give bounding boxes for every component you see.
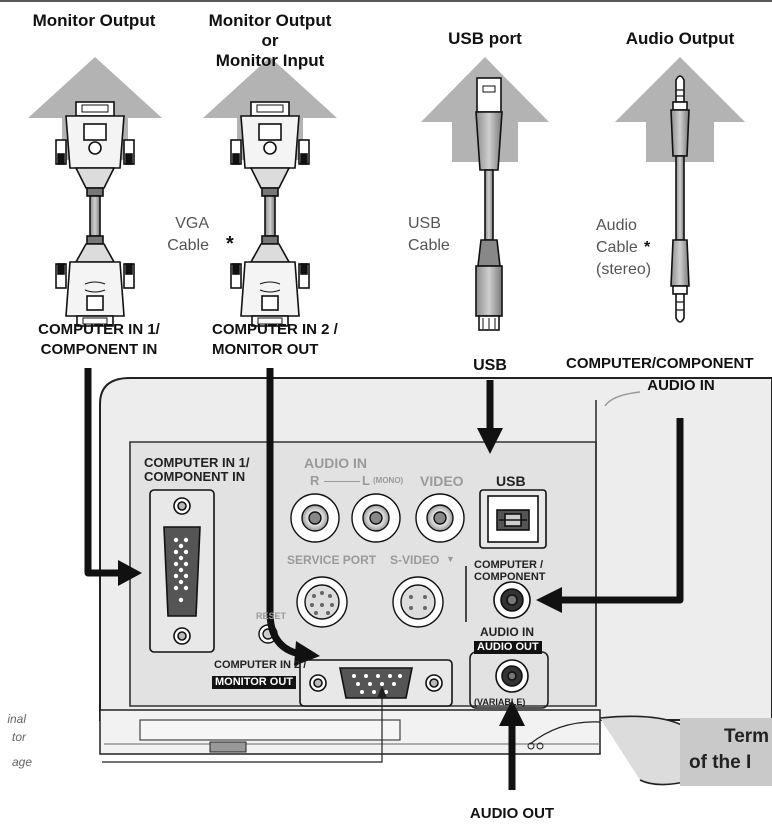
usb-port	[479, 489, 547, 549]
audio-cable	[670, 75, 690, 323]
panel-monitor-out: MONITOR OUT	[212, 676, 297, 689]
label-monitor-output: Monitor Output	[32, 11, 156, 30]
panel-computer-component-l2: COMPONENT	[474, 571, 546, 583]
leader-arrowhead	[377, 686, 387, 698]
label-usb-cable-l1: USB	[408, 215, 441, 232]
arrow-usb	[477, 380, 503, 454]
panel-audio-in-jack: AUDIO IN	[480, 625, 534, 639]
panel-usb: USB	[496, 473, 526, 489]
side-text-l2: tor	[11, 730, 26, 744]
panel-computer-in1-l1: COMPUTER IN 1/	[144, 455, 250, 470]
panel-l: L	[362, 473, 370, 488]
label-computer-in2-l1: COMPUTER IN 2 /	[212, 321, 338, 338]
panel-lr-line	[324, 481, 360, 482]
label-audio-output: Audio Output	[625, 29, 735, 48]
label-computer-in2-l2: MONITOR OUT	[212, 341, 319, 358]
label-audio-out-bottom: AUDIO OUT	[469, 805, 555, 822]
panel-s-video: S-VIDEO	[390, 553, 440, 567]
label-audio-in-l2: AUDIO IN	[647, 377, 715, 394]
computer-in2-port	[299, 659, 453, 707]
label-usb-cable-l2: Cable	[408, 237, 450, 254]
panel-video: VIDEO	[420, 473, 464, 489]
usb-cable	[475, 77, 503, 331]
label-audio-cable-l1: Audio	[596, 217, 637, 234]
side-text-l3: age	[11, 755, 32, 769]
audio-asterisk: *	[644, 239, 651, 256]
label-computer-in1-l2: COMPONENT IN	[40, 341, 158, 358]
terminal-box	[680, 718, 772, 786]
panel-computer-component-l1: COMPUTER /	[474, 559, 544, 571]
panel-audio-in: AUDIO IN	[304, 455, 367, 471]
panel-variable: (VARIABLE)	[474, 697, 526, 707]
panel-r: R	[310, 473, 320, 488]
mini-din-ports	[258, 576, 444, 644]
panel-mono: (MONO)	[373, 476, 404, 485]
label-vga-cable-l2: Cable	[167, 237, 209, 254]
panel-service-port: SERVICE PORT	[287, 553, 377, 567]
label-or: or	[261, 31, 279, 50]
panel-audio-out: AUDIO OUT	[474, 641, 542, 654]
panel-reset: RESET	[256, 611, 287, 621]
vga-cable-2	[230, 101, 310, 327]
vga-asterisk: *	[226, 233, 234, 255]
side-text-l1: inal	[7, 712, 26, 726]
arrow-computer-in1	[84, 368, 142, 586]
leader-line	[102, 692, 383, 763]
terminal-text-l2: of the I	[689, 752, 752, 773]
panel-computer-in2: COMPUTER IN 2 /	[214, 659, 307, 671]
label-monitor-output-2: Monitor Output	[208, 11, 332, 30]
label-audio-in-l1: COMPUTER/COMPONENT	[566, 355, 754, 372]
label-usb-port: USB port	[448, 29, 522, 48]
label-monitor-input: Monitor Input	[215, 51, 325, 70]
panel-s-video-mark: ▼	[446, 554, 455, 564]
computer-in1-port	[149, 489, 215, 653]
label-audio-cable-l2: Cable	[596, 239, 638, 256]
label-audio-cable-l3: (stereo)	[596, 261, 652, 278]
arrow-computer-in2	[266, 368, 320, 666]
audio-jacks	[465, 566, 549, 709]
vga-cable-1	[55, 101, 135, 327]
terminal-text-l1: Term	[724, 726, 770, 747]
arrow-audio-out	[499, 700, 525, 790]
arrow-audio-in	[536, 418, 684, 613]
label-vga-cable-l1: VGA	[175, 215, 209, 232]
label-usb-connector: USB	[473, 357, 507, 374]
label-computer-in1-l1: COMPUTER IN 1/	[38, 321, 160, 338]
panel-computer-in1-l2: COMPONENT IN	[144, 469, 246, 484]
rca-jacks	[290, 493, 465, 543]
